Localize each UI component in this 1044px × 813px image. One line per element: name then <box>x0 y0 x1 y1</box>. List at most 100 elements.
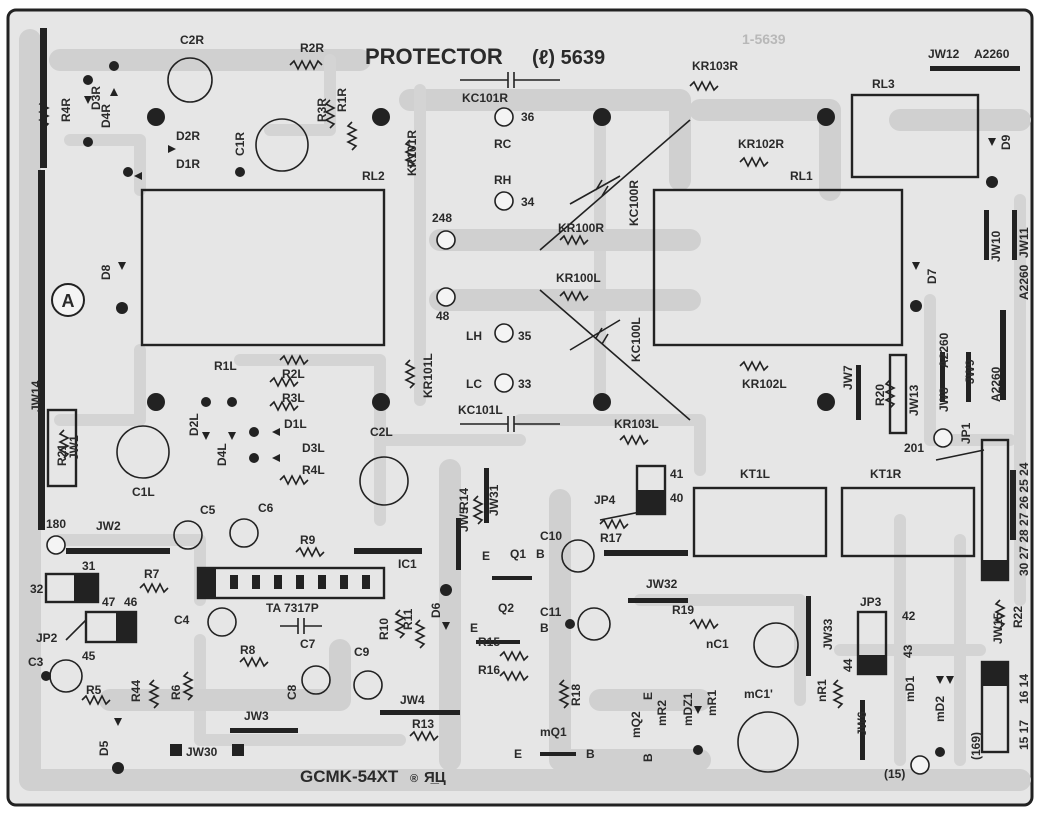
svg-text:B: B <box>641 753 655 762</box>
resistors <box>38 59 1006 742</box>
svg-text:46: 46 <box>124 595 138 609</box>
svg-text:R11: R11 <box>401 608 415 630</box>
svg-text:JW5: JW5 <box>457 507 471 532</box>
svg-text:31: 31 <box>82 559 96 573</box>
svg-text:LC: LC <box>466 377 482 391</box>
svg-text:mR1: mR1 <box>705 690 719 716</box>
svg-text:TA 7317P: TA 7317P <box>266 601 319 615</box>
svg-text:D8: D8 <box>99 264 113 280</box>
svg-text:C1R: C1R <box>233 132 247 156</box>
svg-text:33: 33 <box>518 377 532 391</box>
relay-rl3 <box>850 93 980 179</box>
svg-text:48: 48 <box>436 309 450 323</box>
svg-text:A2260: A2260 <box>989 366 1003 402</box>
svg-text:R44: R44 <box>129 680 143 702</box>
ceramic-caps <box>280 72 621 634</box>
svg-text:JW33: JW33 <box>821 618 835 650</box>
svg-text:mR2: mR2 <box>655 700 669 726</box>
svg-text:KT1R: KT1R <box>870 467 902 481</box>
svg-text:C9: C9 <box>354 645 370 659</box>
svg-text:R2L: R2L <box>282 367 305 381</box>
svg-text:R20: R20 <box>873 384 887 406</box>
svg-text:A2260: A2260 <box>1017 264 1031 300</box>
ul-logo: Я̲Ц <box>424 769 446 786</box>
svg-text:mQ1: mQ1 <box>540 725 567 739</box>
svg-text:R15: R15 <box>478 635 500 649</box>
svg-text:D7: D7 <box>925 268 939 284</box>
corner-badge-a: A <box>51 283 85 317</box>
board-outline <box>6 8 1034 807</box>
svg-text:16 14: 16 14 <box>1017 674 1031 704</box>
svg-text:JW7: JW7 <box>841 365 855 390</box>
svg-text:JW1: JW1 <box>67 435 81 460</box>
svg-text:D5: D5 <box>97 740 111 756</box>
svg-text:180: 180 <box>46 517 66 531</box>
svg-text:D4L: D4L <box>215 443 229 466</box>
svg-text:R16: R16 <box>478 663 500 677</box>
svg-text:nR1: nR1 <box>815 679 829 702</box>
svg-text:nC1: nC1 <box>706 637 729 651</box>
svg-text:R3R: R3R <box>315 98 329 122</box>
svg-text:R2R: R2R <box>300 41 324 55</box>
relay-rl2 <box>140 188 386 347</box>
svg-text:R7: R7 <box>144 567 160 581</box>
svg-text:R3L: R3L <box>282 391 305 405</box>
svg-text:34: 34 <box>521 195 535 209</box>
leader-lines <box>65 119 985 641</box>
svg-text:RL2: RL2 <box>362 169 385 183</box>
svg-text:R21: R21 <box>55 444 69 466</box>
svg-text:E: E <box>470 621 478 635</box>
svg-text:42: 42 <box>902 609 916 623</box>
svg-text:R1L: R1L <box>214 359 237 373</box>
relay-kt1l <box>692 486 828 558</box>
svg-text:IC1: IC1 <box>398 557 417 571</box>
svg-text:R1R: R1R <box>335 88 349 112</box>
svg-text:R18: R18 <box>569 684 583 706</box>
svg-text:E: E <box>641 692 655 700</box>
svg-text:JP3: JP3 <box>860 595 882 609</box>
svg-text:KC101L: KC101L <box>458 403 503 417</box>
svg-text:JW8: JW8 <box>937 387 951 412</box>
svg-text:D1R: D1R <box>176 157 200 171</box>
svg-text:(15): (15) <box>884 767 905 781</box>
svg-text:RC: RC <box>494 137 512 151</box>
svg-text:JP4: JP4 <box>594 493 616 507</box>
svg-text:JW15: JW15 <box>991 612 1005 644</box>
svg-text:JW6: JW6 <box>855 711 869 736</box>
svg-text:R19: R19 <box>672 603 694 617</box>
svg-text:KT1L: KT1L <box>740 467 770 481</box>
svg-text:A2260: A2260 <box>937 332 951 368</box>
svg-text:KR100L: KR100L <box>556 271 601 285</box>
svg-text:JW14: JW14 <box>29 380 43 412</box>
svg-text:KC101R: KC101R <box>462 91 508 105</box>
svg-text:(169): (169) <box>969 732 983 760</box>
jumper-wires <box>66 66 1020 760</box>
mounting-holes <box>147 108 835 411</box>
svg-text:D3L: D3L <box>302 441 325 455</box>
svg-text:mC1': mC1' <box>744 687 773 701</box>
svg-text:KR103R: KR103R <box>692 59 738 73</box>
svg-text:C7: C7 <box>300 637 316 651</box>
svg-text:JP2: JP2 <box>36 631 58 645</box>
svg-text:C5: C5 <box>200 503 216 517</box>
svg-text:JP1: JP1 <box>959 422 973 444</box>
svg-text:43: 43 <box>901 644 915 658</box>
svg-text:R9: R9 <box>300 533 316 547</box>
svg-text:JW12: JW12 <box>928 47 960 61</box>
svg-text:R4L: R4L <box>302 463 325 477</box>
svg-text:mD2: mD2 <box>933 696 947 722</box>
svg-text:JW32: JW32 <box>646 577 678 591</box>
svg-text:JW11: JW11 <box>1017 227 1031 258</box>
svg-text:RL1: RL1 <box>790 169 813 183</box>
svg-text:C11: C11 <box>540 605 562 619</box>
capacitors <box>49 57 799 773</box>
svg-text:B: B <box>586 747 595 761</box>
svg-text:JW30: JW30 <box>186 745 218 759</box>
svg-text:C8: C8 <box>285 684 299 700</box>
svg-text:D6: D6 <box>429 602 443 618</box>
svg-text:JW10: JW10 <box>989 230 1003 262</box>
svg-text:C1L: C1L <box>132 485 155 499</box>
svg-text:41: 41 <box>670 467 684 481</box>
svg-text:KR101L: KR101L <box>421 353 435 398</box>
